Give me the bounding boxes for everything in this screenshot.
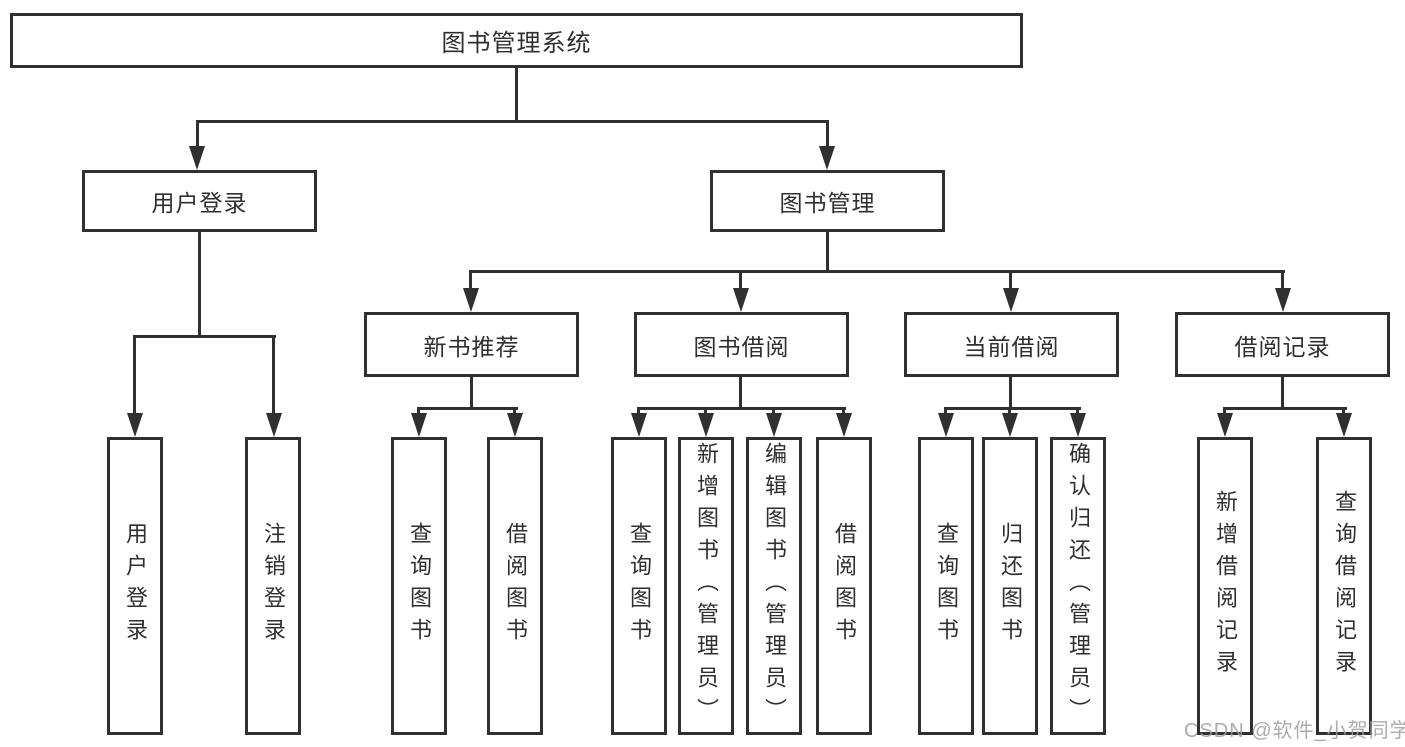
connector-line bbox=[469, 270, 472, 294]
connector-line bbox=[1008, 407, 1011, 417]
connector-arrow-down bbox=[266, 413, 282, 437]
leaf-user-login: 用户登录 bbox=[107, 437, 163, 735]
connector-line bbox=[637, 407, 846, 410]
node-book-management: 图书管理 bbox=[710, 170, 945, 232]
connector-line bbox=[470, 377, 473, 409]
connector-line bbox=[704, 407, 707, 417]
leaf-add-borrow-record: 新增借阅记录 bbox=[1197, 437, 1253, 735]
connector-line bbox=[1009, 270, 1012, 294]
connector-line bbox=[1009, 377, 1012, 409]
connector-line bbox=[1281, 270, 1284, 294]
connector-arrow-down bbox=[127, 413, 143, 437]
connector-arrow-down bbox=[411, 413, 427, 437]
leaf-query-borrow-record: 查询借阅记录 bbox=[1316, 437, 1372, 735]
connector-line bbox=[842, 407, 845, 417]
connector-line bbox=[1223, 407, 1347, 410]
connector-arrow-down bbox=[698, 413, 714, 437]
connector-arrow-down bbox=[819, 146, 835, 170]
connector-arrow-down bbox=[836, 413, 852, 437]
connector-line bbox=[1342, 407, 1345, 417]
connector-line bbox=[196, 120, 829, 123]
connector-arrow-down bbox=[507, 413, 523, 437]
connector-line bbox=[133, 335, 136, 417]
connector-arrow-down bbox=[766, 413, 782, 437]
connector-arrow-down bbox=[1217, 413, 1233, 437]
connector-line bbox=[272, 335, 275, 417]
connector-line bbox=[739, 377, 742, 409]
connector-line bbox=[1076, 407, 1079, 417]
connector-line bbox=[198, 232, 201, 337]
connector-line bbox=[739, 270, 742, 294]
connector-arrow-down bbox=[938, 413, 954, 437]
connector-line bbox=[826, 120, 829, 152]
node-borrow-records: 借阅记录 bbox=[1175, 312, 1390, 377]
leaf-confirm-return-admin: 确认归还（管理员） bbox=[1050, 437, 1106, 735]
connector-line bbox=[133, 335, 276, 338]
connector-arrow-down bbox=[631, 413, 647, 437]
connector-line bbox=[1281, 377, 1284, 409]
leaf-logout: 注销登录 bbox=[245, 437, 301, 735]
node-current-borrow: 当前借阅 bbox=[904, 312, 1119, 377]
leaf-add-book-admin: 新增图书（管理员） bbox=[678, 437, 734, 735]
node-user-login: 用户登录 bbox=[82, 170, 317, 232]
connector-line bbox=[469, 270, 1285, 273]
connector-arrow-down bbox=[1070, 413, 1086, 437]
connector-arrow-down bbox=[1003, 288, 1019, 312]
connector-arrow-down bbox=[463, 288, 479, 312]
node-new-book-recommend: 新书推荐 bbox=[364, 312, 579, 377]
leaf-edit-book-admin: 编辑图书（管理员） bbox=[746, 437, 802, 735]
leaf-query-books-current: 查询图书 bbox=[918, 437, 974, 735]
connector-arrow-down bbox=[733, 288, 749, 312]
connector-line bbox=[637, 407, 640, 417]
node-root: 图书管理系统 bbox=[10, 13, 1023, 68]
connector-line bbox=[1223, 407, 1226, 417]
leaf-query-books-recommend: 查询图书 bbox=[391, 437, 447, 735]
connector-arrow-down bbox=[1002, 413, 1018, 437]
leaf-borrow-books: 借阅图书 bbox=[816, 437, 872, 735]
connector-arrow-down bbox=[1336, 413, 1352, 437]
connector-line bbox=[944, 407, 947, 417]
node-book-borrow: 图书借阅 bbox=[634, 312, 849, 377]
connector-line bbox=[944, 407, 1081, 410]
connector-arrow-down bbox=[189, 146, 205, 170]
connector-line bbox=[417, 407, 518, 410]
connector-line bbox=[772, 407, 775, 417]
csdn-watermark: CSDN @软件_小贺同学 bbox=[1184, 720, 1405, 742]
connector-line bbox=[513, 407, 516, 417]
connector-line bbox=[196, 120, 199, 152]
connector-line bbox=[515, 68, 518, 123]
leaf-query-books-borrow: 查询图书 bbox=[611, 437, 667, 735]
leaf-borrow-books-recommend: 借阅图书 bbox=[487, 437, 543, 735]
connector-arrow-down bbox=[1275, 288, 1291, 312]
connector-line bbox=[417, 407, 420, 417]
connector-line bbox=[826, 232, 829, 272]
leaf-return-books: 归还图书 bbox=[982, 437, 1038, 735]
